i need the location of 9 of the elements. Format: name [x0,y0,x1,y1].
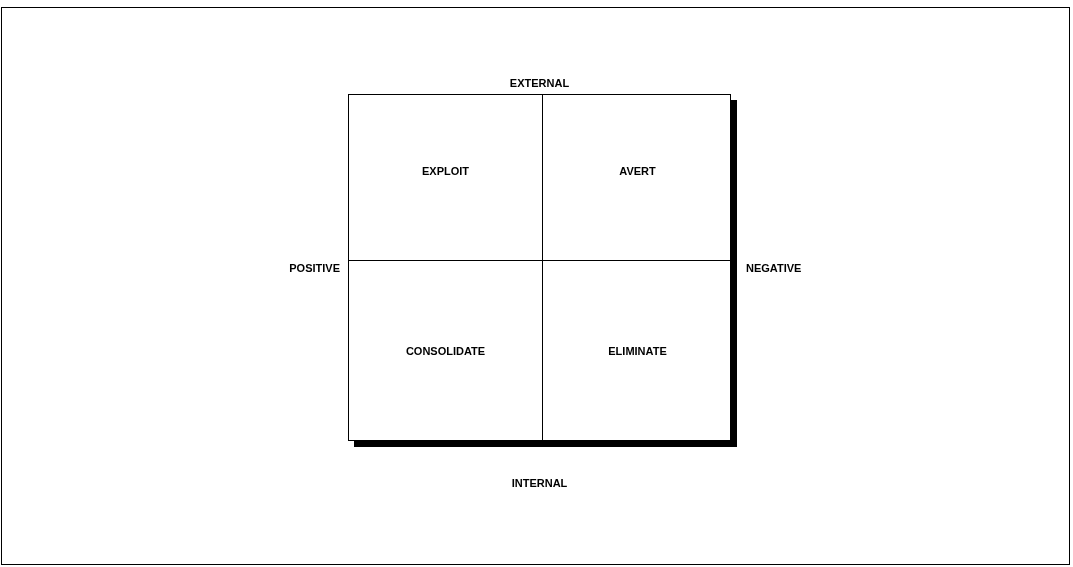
axis-label: INTERNAL [511,477,568,489]
quadrant-label: CONSOLIDATE [405,344,486,359]
axis-label: POSITIVE [289,262,340,274]
quadrant-label: ELIMINATE [608,344,667,359]
axis-label: NEGATIVE [746,262,802,274]
quadrant-cell [349,95,543,261]
quadrant-label: EXPLOIT [421,164,470,179]
axis-label: EXTERNAL [509,77,570,89]
quadrant-label: AVERT [619,164,656,179]
